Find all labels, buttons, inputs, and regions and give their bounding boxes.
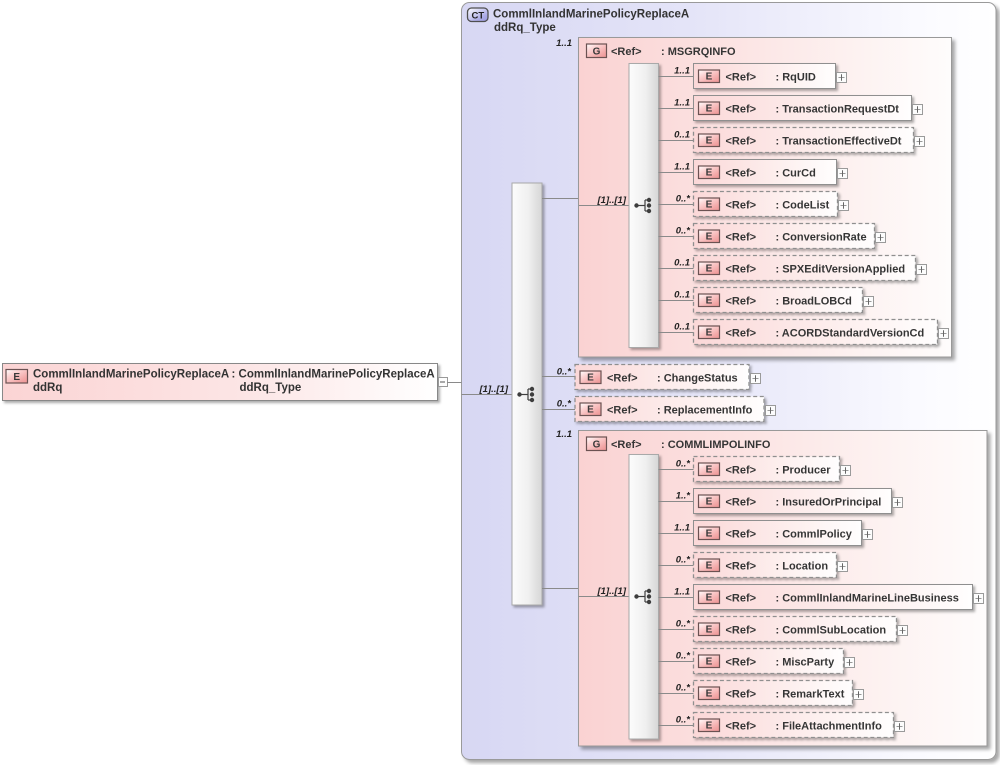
svg-text:1..1: 1..1 [556, 429, 572, 440]
svg-text:G: G [593, 440, 601, 451]
svg-text:E: E [706, 465, 713, 476]
svg-text:0..1: 0..1 [674, 130, 690, 141]
svg-text:0..*: 0..* [676, 619, 692, 630]
svg-text:: COMMLIMPOLINFO: : COMMLIMPOLINFO [661, 439, 771, 451]
svg-text:0..1: 0..1 [674, 290, 690, 301]
svg-text:<Ref>: <Ref> [726, 560, 757, 572]
svg-text:CommlInlandMarinePolicyReplace: CommlInlandMarinePolicyReplaceA [493, 9, 689, 21]
svg-text:<Ref>: <Ref> [726, 167, 757, 179]
svg-text:<Ref>: <Ref> [726, 135, 757, 147]
svg-text:0..*: 0..* [676, 683, 692, 694]
svg-text:: TransactionEffectiveDt: : TransactionEffectiveDt [776, 135, 902, 147]
svg-text:[1]..[1]: [1]..[1] [597, 195, 627, 206]
svg-text:G: G [593, 47, 601, 58]
svg-text:E: E [706, 529, 713, 540]
svg-text:1..*: 1..* [676, 491, 692, 502]
svg-text:: ReplacementInfo: : ReplacementInfo [657, 404, 753, 416]
svg-text:0..*: 0..* [676, 555, 692, 566]
svg-text:0..1: 0..1 [674, 322, 690, 333]
svg-text:: CommlInlandMarineLineBusines: : CommlInlandMarineLineBusiness [776, 592, 959, 604]
svg-text:: CommlPolicy: : CommlPolicy [776, 528, 853, 540]
svg-text:0..*: 0..* [676, 459, 692, 470]
svg-text:<Ref>: <Ref> [726, 71, 757, 83]
svg-text:<Ref>: <Ref> [726, 624, 757, 636]
svg-text:E: E [706, 168, 713, 179]
svg-text:1..1: 1..1 [556, 38, 572, 49]
svg-text:E: E [587, 373, 594, 384]
svg-text:0..1: 0..1 [674, 258, 690, 269]
svg-text:E: E [706, 264, 713, 275]
svg-text:0..*: 0..* [557, 399, 573, 410]
svg-text:[1]..[1]: [1]..[1] [479, 384, 509, 395]
svg-text:E: E [706, 104, 713, 115]
svg-text:CT: CT [471, 10, 484, 21]
svg-text:: Location: : Location [776, 560, 829, 572]
svg-text:E: E [706, 72, 713, 83]
svg-text:<Ref>: <Ref> [726, 327, 757, 339]
svg-text:E: E [706, 328, 713, 339]
svg-text:: CodeList: : CodeList [776, 199, 830, 211]
svg-text:0..*: 0..* [676, 651, 692, 662]
svg-text:: SPXEditVersionApplied: : SPXEditVersionApplied [776, 263, 906, 275]
svg-text:E: E [706, 721, 713, 732]
svg-text:: FileAttachmentInfo: : FileAttachmentInfo [776, 720, 883, 732]
svg-text:: ChangeStatus: : ChangeStatus [657, 372, 738, 384]
svg-text:E: E [706, 593, 713, 604]
svg-text:E: E [706, 136, 713, 147]
svg-text:<Ref>: <Ref> [607, 404, 638, 416]
svg-text:E: E [706, 232, 713, 243]
svg-text:0..*: 0..* [676, 226, 692, 237]
svg-text:: Producer: : Producer [776, 464, 832, 476]
svg-text:1..1: 1..1 [674, 98, 690, 109]
svg-text:1..1: 1..1 [674, 587, 690, 598]
svg-text:ddRq: ddRq [33, 382, 62, 394]
svg-text:: TransactionRequestDt: : TransactionRequestDt [776, 103, 900, 115]
svg-text:1..1: 1..1 [674, 523, 690, 534]
svg-text:E: E [706, 657, 713, 668]
svg-text:<Ref>: <Ref> [611, 46, 642, 58]
svg-text:E: E [706, 296, 713, 307]
svg-text:[1]..[1]: [1]..[1] [597, 586, 627, 597]
svg-text:E: E [13, 372, 20, 383]
svg-text:<Ref>: <Ref> [726, 231, 757, 243]
svg-text:: RqUID: : RqUID [776, 71, 816, 83]
svg-text:: RemarkText: : RemarkText [776, 688, 845, 700]
svg-text:E: E [706, 561, 713, 572]
svg-text:E: E [706, 689, 713, 700]
svg-text:: MSGRQINFO: : MSGRQINFO [661, 46, 736, 58]
svg-text:<Ref>: <Ref> [726, 528, 757, 540]
svg-text:: ACORDStandardVersionCd: : ACORDStandardVersionCd [776, 327, 925, 339]
svg-text:: CurCd: : CurCd [776, 167, 816, 179]
svg-text:<Ref>: <Ref> [726, 199, 757, 211]
svg-text:<Ref>: <Ref> [607, 372, 638, 384]
svg-text:: ConversionRate: : ConversionRate [776, 231, 867, 243]
svg-text:<Ref>: <Ref> [726, 496, 757, 508]
svg-text:: CommlSubLocation: : CommlSubLocation [776, 624, 887, 636]
svg-text:ddRq_Type: ddRq_Type [240, 382, 302, 394]
svg-text:1..1: 1..1 [674, 162, 690, 173]
svg-text:<Ref>: <Ref> [726, 464, 757, 476]
svg-text:1..1: 1..1 [674, 66, 690, 77]
svg-text:0..*: 0..* [557, 367, 573, 378]
svg-text:<Ref>: <Ref> [726, 295, 757, 307]
svg-text:ddRq_Type: ddRq_Type [494, 22, 556, 34]
svg-text:<Ref>: <Ref> [726, 720, 757, 732]
svg-text:: CommlInlandMarinePolicyRepla: : CommlInlandMarinePolicyReplaceA [232, 369, 435, 381]
svg-text:<Ref>: <Ref> [726, 656, 757, 668]
svg-text:: BroadLOBCd: : BroadLOBCd [776, 295, 852, 307]
svg-text:E: E [706, 497, 713, 508]
svg-text:0..*: 0..* [676, 194, 692, 205]
svg-text:CommlInlandMarinePolicyReplace: CommlInlandMarinePolicyReplaceA [33, 369, 229, 381]
svg-text:: MiscParty: : MiscParty [776, 656, 836, 668]
svg-text:E: E [706, 200, 713, 211]
svg-text:<Ref>: <Ref> [726, 592, 757, 604]
svg-text:E: E [587, 405, 594, 416]
svg-text:E: E [706, 625, 713, 636]
svg-text:<Ref>: <Ref> [611, 439, 642, 451]
svg-text:<Ref>: <Ref> [726, 103, 757, 115]
svg-text:: InsuredOrPrincipal: : InsuredOrPrincipal [776, 496, 882, 508]
svg-text:<Ref>: <Ref> [726, 263, 757, 275]
svg-text:<Ref>: <Ref> [726, 688, 757, 700]
svg-text:0..*: 0..* [676, 715, 692, 726]
